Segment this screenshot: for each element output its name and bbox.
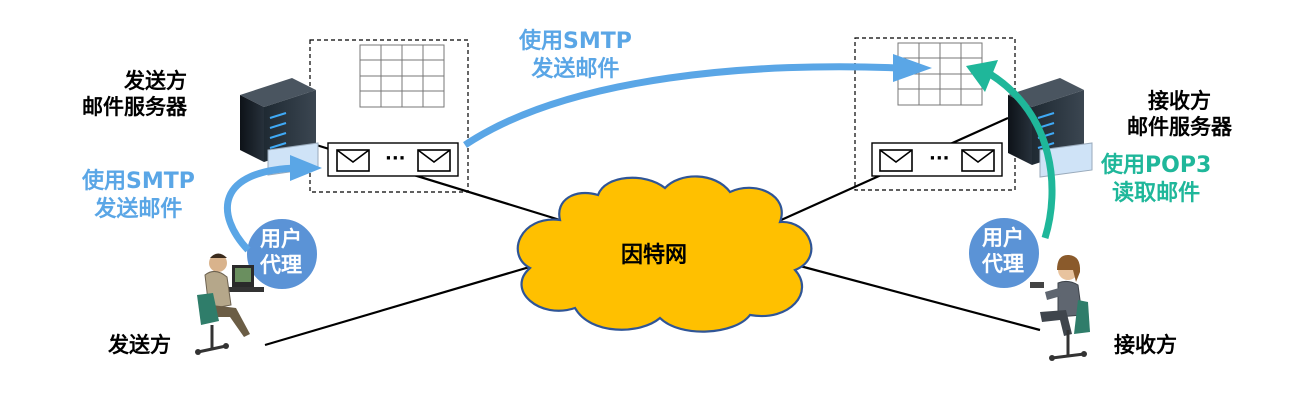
sender-server-label: 发送方 邮件服务器 bbox=[82, 69, 187, 120]
internet-label: 因特网 bbox=[621, 243, 688, 268]
sender-user-agent-circle bbox=[245, 217, 319, 291]
link-receiver bbox=[769, 256, 1041, 332]
sender-label: 发送方 bbox=[108, 333, 171, 357]
smtp-arrow-left bbox=[224, 155, 322, 253]
sender-queue-dots: ··· bbox=[385, 148, 406, 169]
receiver-user-agent-label: 用户 代理 bbox=[982, 226, 1024, 277]
receiver-mailbox bbox=[854, 37, 1016, 191]
sender-mailbox bbox=[309, 39, 469, 193]
receiver-label: 接收方 bbox=[1114, 333, 1177, 357]
internet-cloud bbox=[516, 175, 813, 333]
pop3-arrow bbox=[966, 60, 1056, 240]
link-sender bbox=[264, 256, 561, 347]
receiver-user-agent-circle bbox=[967, 216, 1041, 290]
sender-server-icon bbox=[240, 78, 319, 176]
receiver-queue-dots: ··· bbox=[929, 148, 950, 169]
smtp-left-label: 使用SMTP 发送邮件 bbox=[82, 169, 195, 222]
sender-user-agent-label: 用户 代理 bbox=[260, 227, 302, 278]
sender-person-icon bbox=[195, 253, 264, 355]
pop3-label: 使用POP3 读取邮件 bbox=[1101, 153, 1212, 206]
receiver-server-label: 接收方 邮件服务器 bbox=[1127, 89, 1232, 140]
receiver-person-icon bbox=[1030, 254, 1090, 361]
smtp-arrow-top bbox=[463, 54, 932, 148]
smtp-top-label: 使用SMTP 发送邮件 bbox=[519, 29, 632, 82]
